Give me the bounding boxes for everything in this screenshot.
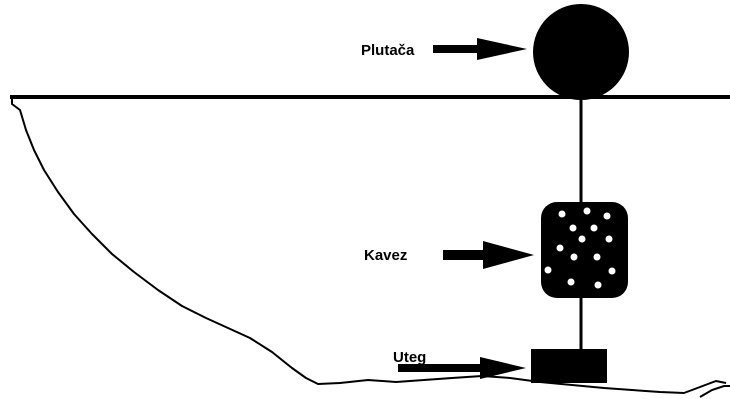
cage-dot [583,207,591,215]
cage-dot [593,253,601,261]
cage-dot [544,266,552,274]
cage-dot [567,278,575,286]
seabed-outline [11,97,727,394]
seabed-outline-tail [699,385,730,398]
arrow-icon [443,241,534,269]
cage-dot [578,235,586,243]
cage-dot [558,210,566,218]
cage-dot [556,244,564,252]
cage-label: Kavez [364,247,407,264]
arrow-icon [398,357,526,379]
cage-dot [608,267,616,275]
cage-dot [570,253,578,261]
cage-dot [603,212,611,220]
buoy-label: Plutača [361,42,415,59]
arrow-icon [433,38,527,60]
cage-dot [605,235,613,243]
weight-icon [531,349,607,383]
cage-dot [594,281,602,289]
cage-icon [541,202,628,298]
cage-dot [590,224,598,232]
cage-dot [569,224,577,232]
weight-label: Uteg [393,349,426,366]
buoy-icon [533,4,629,100]
